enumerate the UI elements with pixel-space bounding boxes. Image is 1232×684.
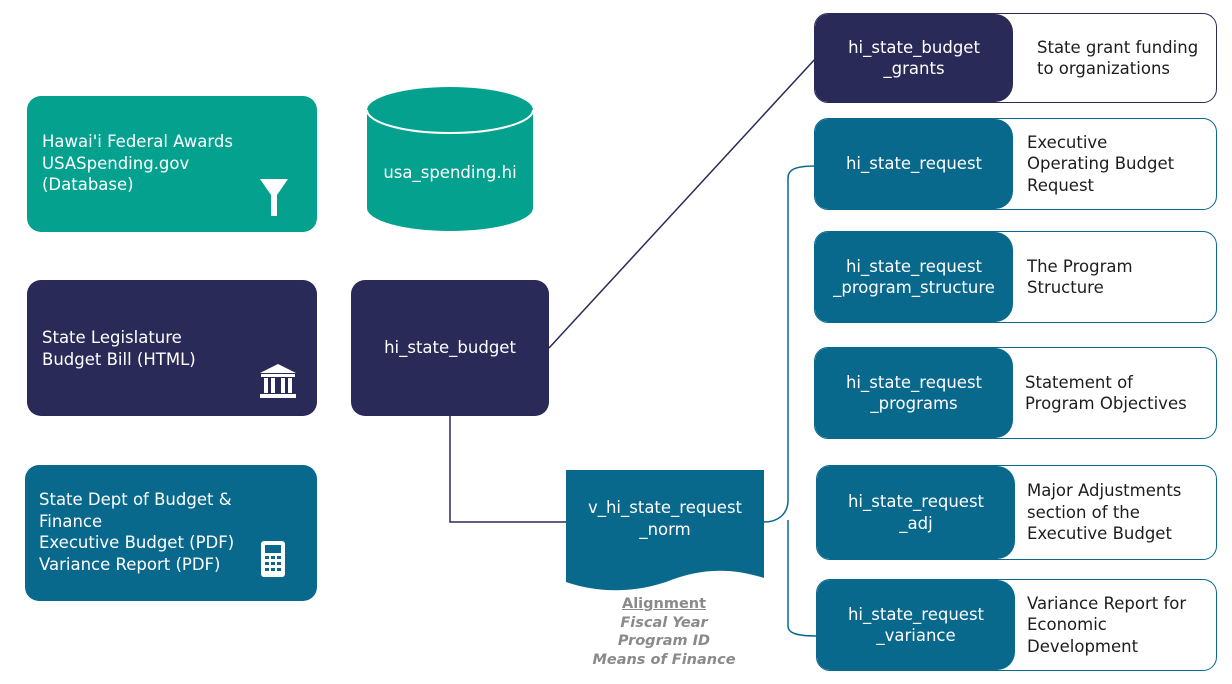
- alignment-note: Alignment Fiscal Year Program ID Means o…: [574, 595, 754, 669]
- table-hi-state-budget-grants: hi_state_budget _grants State grant fund…: [814, 13, 1217, 103]
- table-name: hi_state_request _program_structure: [815, 232, 1013, 322]
- funnel-icon: [260, 179, 288, 216]
- table-hi-state-request-programs: hi_state_request _programs Statement of …: [814, 347, 1217, 439]
- table-hi-state-request: hi_state_request Executive Operating Bud…: [814, 118, 1217, 210]
- table-hi-state-request-program-structure: hi_state_request _program_structure The …: [814, 231, 1217, 323]
- table-hi-state-request-variance: hi_state_request _variance Variance Repo…: [816, 579, 1217, 671]
- budget-node-label: hi_state_budget: [384, 338, 516, 357]
- table-name: hi_state_request: [815, 119, 1013, 209]
- table-description: The Program Structure: [1027, 256, 1133, 298]
- budget-to-grants-line: [548, 57, 817, 349]
- alignment-field: Fiscal Year: [620, 614, 708, 631]
- table-description: Major Adjustments section of the Executi…: [1027, 481, 1182, 544]
- view-to-tables-brace: [763, 165, 817, 637]
- table-name: hi_state_request _programs: [815, 348, 1013, 438]
- table-description: Variance Report for Economic Development: [1027, 593, 1187, 656]
- database-usa-spending: usa_spending.hi: [366, 86, 534, 234]
- source-federal-label: Hawai'i Federal Awards USASpending.gov (…: [42, 132, 233, 194]
- table-description: Statement of Program Objectives: [1025, 372, 1187, 414]
- alignment-field: Program ID: [617, 633, 711, 649]
- database-cylinder-shape: [366, 87, 534, 231]
- table-description: State grant funding to organizations: [1037, 37, 1199, 79]
- source-finance-label: State Dept of Budget & Finance Executive…: [39, 490, 235, 574]
- table-name: hi_state_request _variance: [817, 580, 1015, 670]
- node-hi-state-budget: hi_state_budget: [351, 280, 549, 416]
- alignment-field: Means of Finance: [592, 651, 736, 668]
- budget-to-view-line: [449, 416, 566, 523]
- database-label: usa_spending.hi: [383, 163, 517, 182]
- table-name: hi_state_request _adj: [817, 466, 1015, 559]
- alignment-header: Alignment: [621, 596, 707, 612]
- calculator-icon: [261, 541, 285, 577]
- table-name: hi_state_budget _grants: [815, 14, 1013, 102]
- building-icon: [260, 364, 296, 398]
- source-federal-awards: Hawai'i Federal Awards USASpending.gov (…: [27, 96, 317, 232]
- table-description: Executive Operating Budget Request: [1027, 132, 1175, 195]
- source-legislature-label: State Legislature Budget Bill (HTML): [42, 328, 196, 369]
- source-state-legislature: State Legislature Budget Bill (HTML): [27, 280, 317, 416]
- node-v-hi-state-request-norm: v_hi_state_request _norm: [566, 470, 764, 592]
- source-budget-finance: State Dept of Budget & Finance Executive…: [25, 465, 317, 601]
- view-document-shape: [566, 470, 764, 591]
- view-node-label: v_hi_state_request _norm: [587, 498, 743, 539]
- table-hi-state-request-adj: hi_state_request _adj Major Adjustments …: [816, 465, 1217, 560]
